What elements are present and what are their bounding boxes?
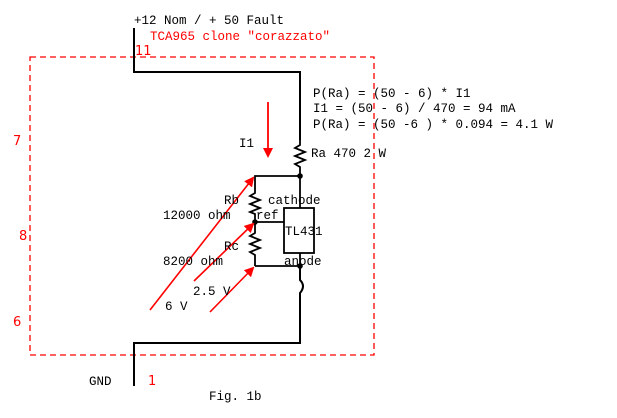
ground-return-wire — [133, 266, 304, 386]
pin-11-label: 11 — [135, 44, 152, 59]
equation-3: P(Ra) = (50 -6 ) * 0.094 = 4.1 W — [313, 118, 554, 132]
rb-name-label: Rb — [224, 194, 239, 208]
resistor-ra — [292, 140, 308, 176]
voltage-arrow-anode — [209, 266, 255, 313]
supply-label: +12 Nom / + 50 Fault — [134, 14, 284, 28]
rc-value-label: 8200 ohm — [163, 255, 223, 269]
cathode-label: cathode — [268, 194, 321, 208]
voltage-2-5v-label: 2.5 V — [193, 285, 231, 299]
anode-label: anode — [284, 255, 322, 269]
voltage-6v-label: 6 V — [165, 300, 188, 314]
pin-6-label: 6 — [13, 315, 21, 330]
ref-label: ref — [256, 209, 279, 223]
current-label: I1 — [239, 137, 254, 151]
equation-1: P(Ra) = (50 - 6) * I1 — [313, 87, 471, 101]
voltage-arrow-2-5v — [193, 222, 255, 282]
pin-1-label: 1 — [148, 374, 156, 389]
supply-wire — [133, 28, 301, 140]
resistor-rb — [247, 190, 263, 222]
figure-caption: Fig. 1b — [209, 390, 262, 404]
equation-2: I1 = (50 - 6) / 470 = 94 mA — [313, 102, 516, 116]
voltage-arrow-6v — [149, 176, 255, 311]
tl431-label: TL431 — [285, 225, 323, 239]
divider-top-wire — [254, 175, 300, 190]
rc-name-label: Rc — [224, 240, 239, 254]
resistor-rc — [247, 222, 263, 266]
ic-boundary — [29, 56, 375, 356]
ra-label: Ra 470 2 W — [311, 147, 387, 161]
circuit-title: TCA965 clone "corazzato" — [150, 30, 330, 44]
ground-label: GND — [89, 375, 112, 389]
tl431-body — [283, 207, 315, 254]
pin-8-label: 8 — [19, 229, 27, 244]
rb-value-label: 12000 ohm — [163, 209, 231, 223]
pin-7-label: 7 — [13, 134, 21, 149]
